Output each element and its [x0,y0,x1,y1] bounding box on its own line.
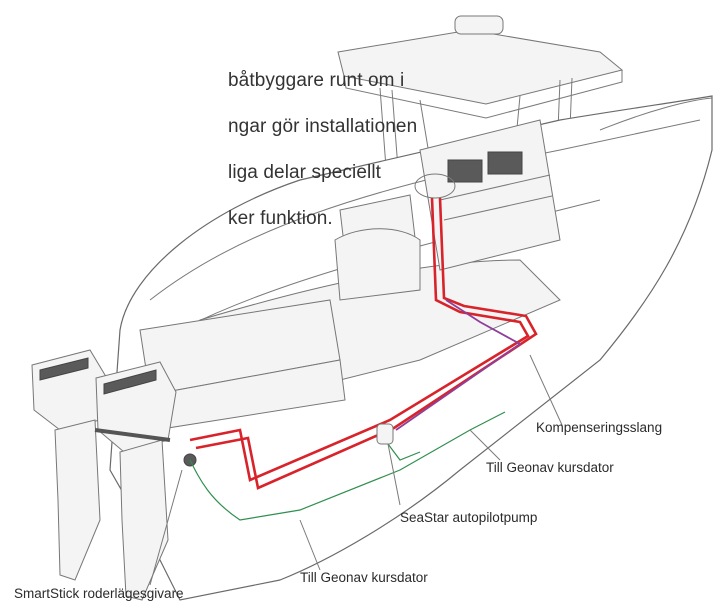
callout-geonav-2: Till Geonav kursdator [300,570,428,585]
intro-line-4: ker funktion. [228,208,333,229]
callout-kompenseringsslang: Kompenseringsslang [536,420,663,435]
console-display-right [487,151,523,175]
callout-smartstick: SmartStick roderlägesgivare [14,586,184,601]
hydraulic-lines [189,197,538,490]
callout-geonav-1: Till Geonav kursdator [486,460,614,475]
intro-line-2: ngar gör installationen [228,116,418,137]
compensation-hose [395,299,522,431]
sensor-cable [189,411,506,521]
callout-seastar-pump: SeaStar autopilotpump [400,510,538,525]
console-display-left [447,159,483,183]
t-top-light [454,15,504,35]
steering-wheel [414,173,456,199]
intro-line-3: liga delar speciellt [228,162,382,183]
autopilot-pump [376,423,394,445]
intro-line-1: båtbyggare runt om i [228,70,405,91]
